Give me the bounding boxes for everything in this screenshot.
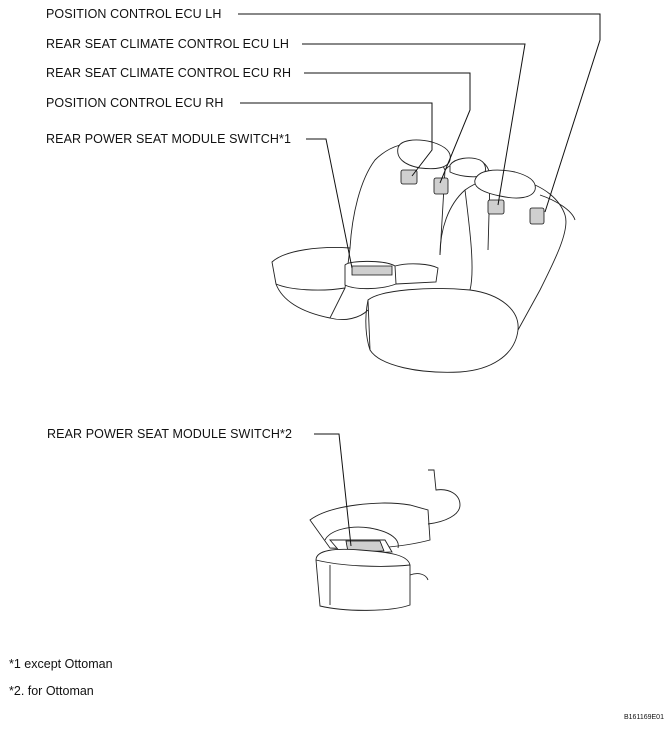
label-position-control-ecu-rh: POSITION CONTROL ECU RH — [46, 96, 224, 110]
ottoman-console-illustration — [309, 469, 461, 611]
leader-lines-top — [238, 13, 601, 269]
label-rear-power-seat-switch-1: REAR POWER SEAT MODULE SWITCH*1 — [46, 132, 292, 146]
label-rear-power-seat-switch-2: REAR POWER SEAT MODULE SWITCH*2 — [47, 427, 293, 441]
footnote-2: *2. for Ottoman — [9, 684, 94, 698]
footnote-1: *1 except Ottoman — [9, 657, 113, 671]
label-climate-control-ecu-lh: REAR SEAT CLIMATE CONTROL ECU LH — [46, 37, 290, 51]
rear-seat-illustration — [271, 139, 576, 373]
label-position-control-ecu-lh: POSITION CONTROL ECU LH — [46, 7, 222, 21]
label-climate-control-ecu-rh: REAR SEAT CLIMATE CONTROL ECU RH — [46, 66, 292, 80]
leader-line-bottom — [314, 433, 352, 547]
figure-code: B161169E01 — [624, 714, 664, 721]
